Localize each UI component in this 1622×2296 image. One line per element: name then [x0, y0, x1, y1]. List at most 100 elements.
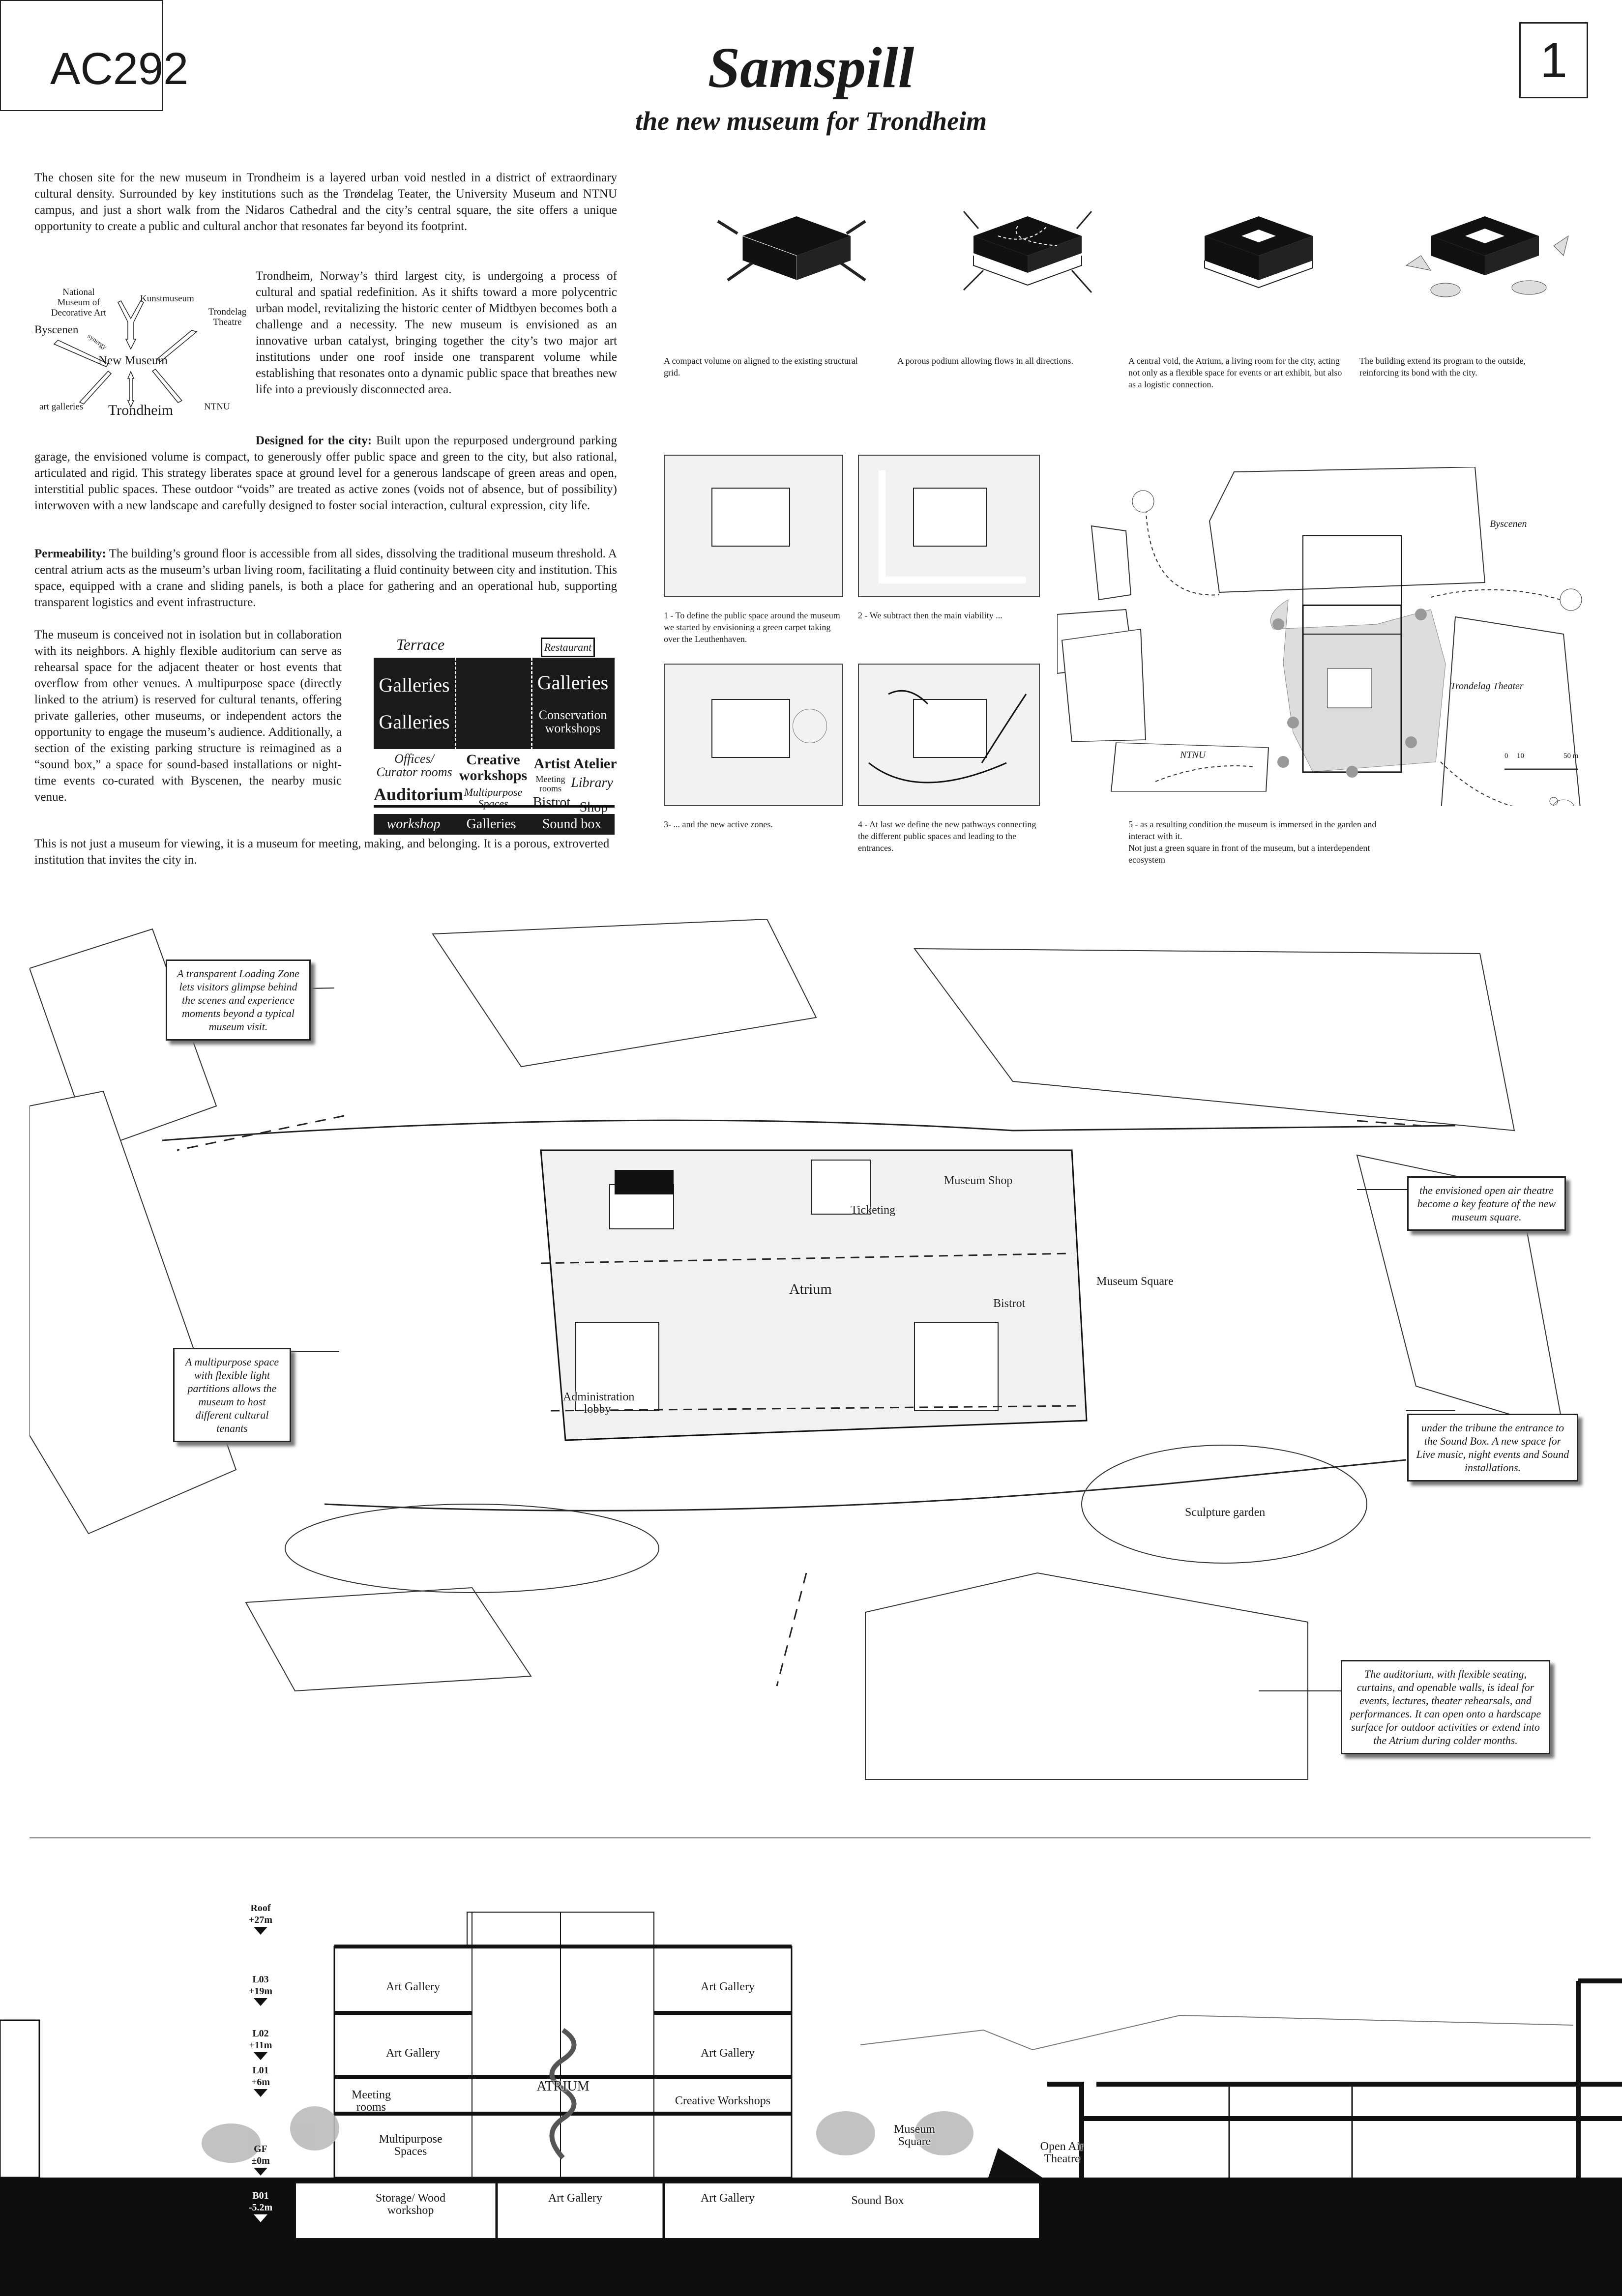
site-step-caption: 3- ... and the new active zones. [664, 819, 773, 829]
program-meeting: Meeting rooms [535, 774, 565, 793]
program-upper-block [374, 658, 615, 749]
axo-label-sculpture-garden: Sculpture garden [1185, 1506, 1266, 1519]
level-elevation: +6m [251, 2077, 270, 2088]
section-label: Meeting rooms [352, 2089, 391, 2114]
callout-auditorium: The auditorium, with flexible seating, c… [1341, 1660, 1550, 1754]
axo-label-admin-lobby: Administration lobby [563, 1391, 635, 1416]
program-galleries: Galleries [379, 711, 450, 733]
ground-line [374, 805, 615, 808]
site-plan-caption-2: Not just a green square in front of the … [1128, 843, 1370, 865]
section-label: Multipurpose Spaces [379, 2133, 442, 2158]
network-diagram: National Museum of Decorative Art Kunstm… [34, 275, 256, 418]
axonometric-view: Museum Shop Ticketing Atrium Bistrot Mus… [29, 919, 1591, 1838]
central-void-icon [1204, 216, 1313, 289]
program-galleries: Galleries [379, 674, 450, 696]
program-library: Library [571, 775, 613, 790]
scale-bar-0: 0 [1504, 752, 1508, 760]
closing-paragraph: This is not just a museum for viewing, i… [34, 837, 610, 867]
level-b01: B01-5.2m [243, 2190, 278, 2222]
site-step-1 [664, 455, 843, 597]
axo-label-bistrot: Bistrot [993, 1297, 1026, 1310]
section-label: Art Gallery [386, 2047, 440, 2060]
scale-bar-50: 50 m [1563, 752, 1579, 760]
network-ntnu: NTNU [204, 402, 230, 412]
section-label: Art Gallery [701, 2192, 755, 2205]
callout-loading-zone: A transparent Loading Zone lets visitors… [166, 959, 311, 1041]
program-conservation: Conservation workshops [538, 708, 607, 736]
program-auditorium: Auditorium [374, 785, 464, 804]
map-label-ntnu: NTNU [1180, 750, 1206, 760]
level-name: GF [254, 2144, 267, 2154]
axo-label-atrium: Atrium [789, 1281, 832, 1297]
network-art-galleries: art galleries [39, 402, 84, 412]
program-basement-block: workshop Galleries Sound box [374, 814, 615, 835]
level-name: L01 [252, 2065, 269, 2076]
level-elevation: +19m [248, 1986, 273, 1997]
program-workshop: workshop [386, 816, 441, 832]
network-trondheim: Trondheim [108, 402, 174, 418]
collaboration-paragraph: The museum is conceived not in isolation… [34, 628, 342, 804]
program-diagram: Terrace Restaurant Galleries Galleries G… [374, 632, 617, 835]
designed-for-city-paragraph: Designed for the city: Built upon the re… [34, 433, 617, 514]
level-marker-icon [254, 2052, 267, 2060]
network-kunstmuseum: Kunstmuseum [140, 293, 194, 304]
level-name: B01 [252, 2190, 269, 2201]
concept-caption: The building extend its program to the o… [1359, 356, 1526, 378]
level-marker-icon [254, 2089, 267, 2097]
level-elevation: +11m [249, 2040, 272, 2051]
level-name: L03 [252, 1974, 269, 1985]
section-label: Open Air Theatre [1040, 2140, 1084, 2166]
site-step-2 [858, 455, 1040, 597]
section-label: ATRIUM [536, 2079, 590, 2094]
page-title: Samspill [708, 35, 914, 100]
program-artist-atelier: Artist Atelier [533, 756, 617, 772]
page-subtitle: the new museum for Trondheim [635, 106, 987, 136]
program-galleries: Galleries [537, 671, 609, 694]
site-step-caption: 2 - We subtract then the main viability … [858, 610, 1003, 620]
callout-sound-box: under the tribune the entrance to the So… [1407, 1414, 1578, 1482]
building-section: Roof+27m L03+19m L02+11m L01+6m GF±0m B0… [0, 1883, 1622, 2296]
level-l02: L02+11m [243, 2028, 278, 2060]
concept-caption: A porous podium allowing flows in all di… [897, 356, 1073, 366]
callout-multipurpose: A multipurpose space with flexible light… [173, 1348, 291, 1442]
site-step-caption: 1 - To define the public space around th… [664, 610, 840, 644]
section-label: Art Gallery [548, 2192, 602, 2205]
designed-text: Built upon the repurposed underground pa… [34, 434, 617, 512]
project-code: AC292 [0, 0, 188, 111]
section-label: Storage/ Wood workshop [375, 2192, 446, 2217]
network-arrows-icon [53, 300, 198, 408]
axo-label-museum-square: Museum Square [1096, 1275, 1174, 1288]
site-plan-caption-1: 5 - as a resulting condition the museum … [1128, 819, 1377, 841]
site-step-caption: 4 - At last we define the new pathways c… [858, 819, 1036, 853]
section-label: Museum Square [894, 2123, 935, 2149]
level-l03: L03+19m [243, 1974, 278, 2006]
network-new-museum: New Museum [98, 354, 168, 367]
program-divider [531, 658, 532, 790]
level-gf: GF±0m [243, 2143, 278, 2176]
program-divider [455, 658, 456, 790]
concept-caption: A central void, the Atrium, a living roo… [1128, 356, 1342, 389]
network-trondelag-theatre: Trondelag Theatre [208, 307, 247, 327]
level-elevation: +27m [248, 1915, 273, 1925]
axo-label-ticketing: Ticketing [851, 1204, 896, 1217]
callout-open-air-theatre: the envisioned open air theatre become a… [1407, 1176, 1566, 1231]
level-elevation: -5.2m [248, 2202, 273, 2213]
program-creative: Creative workshops [459, 752, 528, 784]
site-step-3 [664, 664, 843, 806]
section-label: Art Gallery [701, 2047, 755, 2060]
level-name: L02 [252, 2028, 269, 2039]
concept-volumes [717, 211, 1569, 297]
permeability-heading: Permeability: [34, 547, 106, 560]
permeability-text: The building’s ground floor is accessibl… [34, 547, 617, 609]
level-marker-icon [254, 2214, 267, 2222]
level-marker-icon [254, 1998, 267, 2006]
compact-volume-icon [717, 216, 866, 282]
level-marker-icon [254, 1927, 267, 1935]
intro-paragraph: The chosen site for the new museum in Tr… [34, 171, 617, 233]
section-label: Art Gallery [701, 1980, 755, 1993]
porous-podium-icon [963, 211, 1092, 293]
level-name: Roof [250, 1903, 271, 1914]
concept-caption: A compact volume on aligned to the exist… [664, 356, 858, 378]
section-label: Creative Workshops [675, 2094, 771, 2107]
axo-label-museum-shop: Museum Shop [944, 1174, 1013, 1187]
